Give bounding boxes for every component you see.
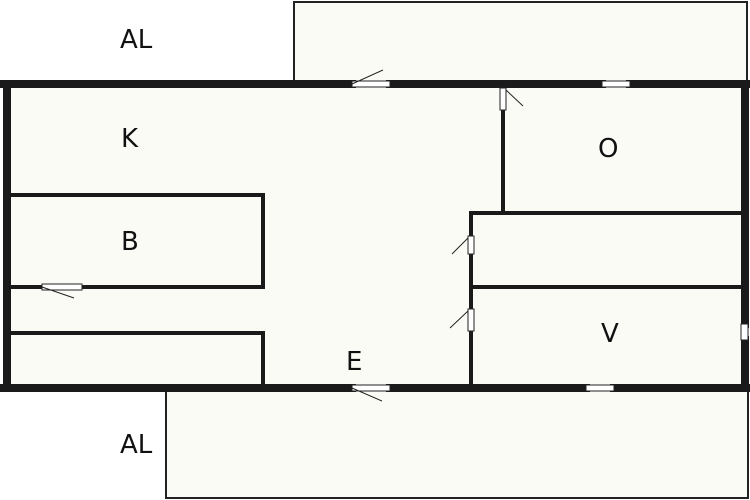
door-leaf-room-v (449, 310, 469, 329)
door-closet-opening (467, 235, 475, 255)
balcony-bottom (165, 387, 749, 499)
openings (41, 80, 749, 392)
door-leaf-bottom (351, 387, 383, 402)
label-kitchen: K (121, 124, 139, 154)
door-room-o-opening (499, 87, 507, 111)
label-al-bottom: AL (120, 430, 153, 460)
apartment-floor (7, 84, 747, 388)
door-leaf-closet (451, 237, 469, 255)
inner-walls (7, 108, 745, 388)
door-leaves (41, 69, 524, 402)
window-bottom-right (585, 384, 615, 392)
balcony-top (293, 1, 748, 85)
window-right (740, 323, 749, 341)
label-al-top: AL (120, 25, 153, 55)
label-entrance: E (346, 347, 362, 377)
label-room-o: O (598, 134, 618, 164)
door-leaf-bathroom (41, 286, 75, 299)
label-bathroom: B (121, 227, 139, 257)
outer-walls (0, 80, 750, 392)
door-leaf-room-o (505, 89, 524, 107)
door-room-v-opening (467, 308, 475, 332)
window-top-right (601, 80, 631, 88)
label-room-v: V (601, 319, 619, 349)
door-leaf-top (351, 69, 384, 85)
